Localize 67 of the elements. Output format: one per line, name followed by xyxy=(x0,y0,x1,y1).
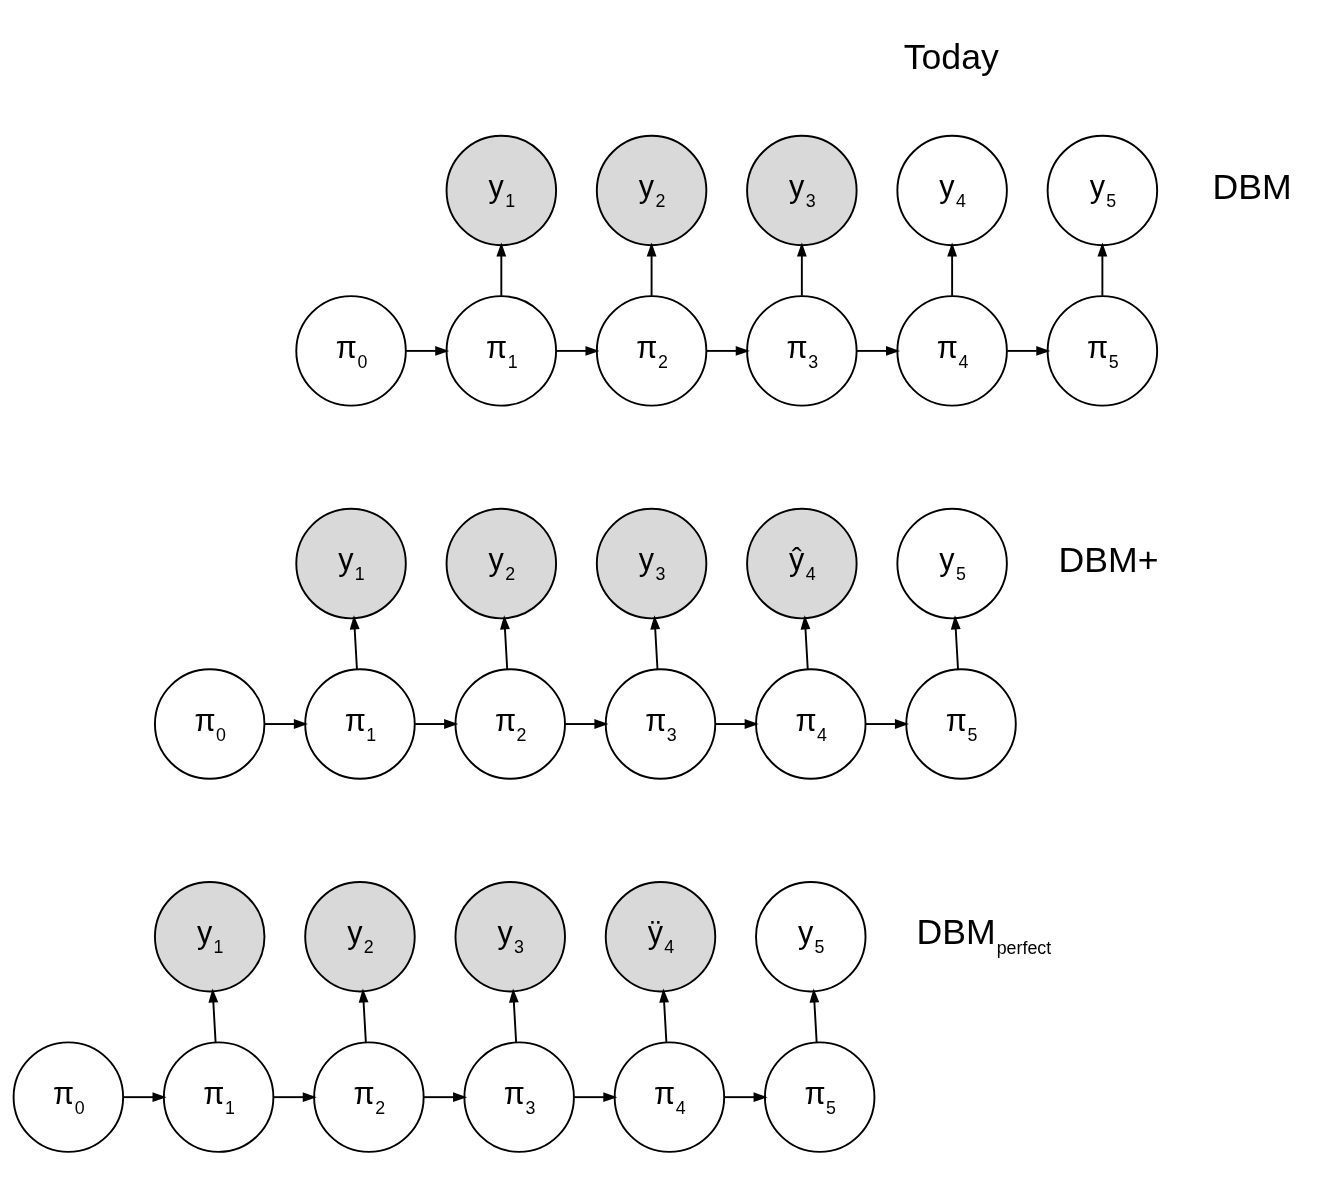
arrow xyxy=(405,346,450,356)
node-circle: y$_{5}$ xyxy=(755,881,867,993)
node-circle: y$_{5}$ xyxy=(896,507,1008,620)
arrow xyxy=(705,346,750,356)
label: DBM$_{perfect}$ xyxy=(916,912,1052,959)
arrow xyxy=(856,346,901,356)
node-circle: y$_{1}$ xyxy=(445,134,558,247)
node-circle: π$_{5}$ xyxy=(763,1041,876,1153)
node-circle: π$_{3}$ xyxy=(746,295,858,407)
arrow xyxy=(659,988,670,1044)
node-circle: π$_{0}$ xyxy=(295,295,407,407)
arrow xyxy=(555,346,600,356)
arrow xyxy=(272,1092,317,1103)
arrow xyxy=(650,615,661,671)
arrow xyxy=(796,242,807,297)
arrow xyxy=(496,242,507,297)
node-circle: π$_{4}$ xyxy=(896,295,1008,407)
node-circle: π$_{4}$ xyxy=(755,668,867,780)
node-circle: π$_{3}$ xyxy=(604,668,717,780)
node-circle: π$_{5}$ xyxy=(905,668,1017,780)
node-circle: π$_{2}$ xyxy=(313,1041,425,1153)
node-circle: y$_{3}$ xyxy=(454,881,566,993)
arrow xyxy=(564,719,609,729)
node-circle: π$_{0}$ xyxy=(12,1041,125,1153)
node-circle: π$_{2}$ xyxy=(454,668,566,780)
arrow xyxy=(809,988,820,1044)
arrow xyxy=(500,615,510,671)
label: Today xyxy=(903,36,999,77)
node-circle: π$_{2}$ xyxy=(595,295,708,407)
node-circle: y$_{3}$ xyxy=(746,134,858,247)
arrow xyxy=(349,615,360,671)
node-circle: y$_{2}$ xyxy=(595,134,708,247)
node-circle: π$_{0}$ xyxy=(154,668,266,780)
node-circle: π$_{1}$ xyxy=(445,295,558,407)
arrow xyxy=(865,719,909,729)
node-circle: ŷ$_{4}$ xyxy=(746,507,858,620)
node-circle: y$_{1}$ xyxy=(295,507,407,620)
arrow xyxy=(1006,346,1051,356)
arrow xyxy=(208,988,219,1044)
node-circle: y$_{1}$ xyxy=(154,881,266,993)
node-circle: y$_{2}$ xyxy=(304,881,416,993)
node-circle: ÿ$_{4}$ xyxy=(604,881,717,993)
arrow xyxy=(263,719,308,729)
node-circle: π$_{1}$ xyxy=(162,1041,275,1153)
arrow xyxy=(947,242,958,297)
arrow xyxy=(950,615,961,671)
label: DBM xyxy=(1212,167,1292,208)
node-circle: π$_{5}$ xyxy=(1046,295,1159,407)
arrow xyxy=(358,988,369,1044)
arrow xyxy=(723,1092,768,1103)
node-circle: y$_{2}$ xyxy=(445,507,558,620)
node-circle: y$_{5}$ xyxy=(1046,134,1159,247)
arrow xyxy=(508,988,519,1044)
arrow xyxy=(646,242,657,297)
arrow xyxy=(800,615,811,671)
arrow xyxy=(573,1092,618,1103)
arrow xyxy=(414,719,459,729)
node-circle: y$_{3}$ xyxy=(595,507,708,620)
label: DBM+ xyxy=(1058,540,1159,581)
arrow xyxy=(1097,242,1108,297)
node-circle: π$_{4}$ xyxy=(613,1041,726,1153)
arrow xyxy=(714,719,759,729)
arrow xyxy=(423,1092,468,1103)
node-circle: π$_{1}$ xyxy=(304,668,416,780)
node-circle: π$_{3}$ xyxy=(463,1041,575,1153)
arrow xyxy=(122,1092,167,1103)
node-circle: y$_{4}$ xyxy=(896,134,1008,247)
